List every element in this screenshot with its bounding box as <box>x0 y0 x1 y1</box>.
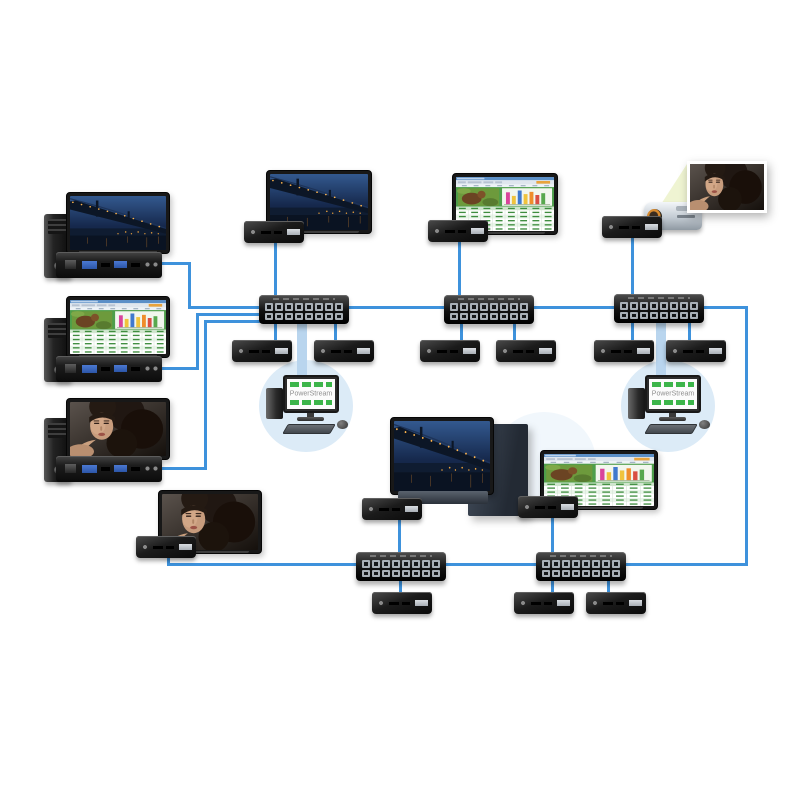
tv-center <box>390 417 494 495</box>
network-switch-bottom-left <box>356 552 446 581</box>
powerstream-screen: PowerStream <box>649 379 697 409</box>
link-line <box>274 242 277 300</box>
control-pc-tower <box>628 388 645 419</box>
night-bridge-photo <box>70 196 166 250</box>
control-pc-monitor: PowerStream <box>645 375 701 413</box>
control-pc-tower <box>266 388 283 419</box>
link-line <box>334 320 337 344</box>
decoder-box <box>244 221 304 243</box>
link-line <box>460 320 463 344</box>
encoder-1 <box>56 252 162 278</box>
link-line <box>631 320 634 344</box>
endpoint-box <box>496 340 556 362</box>
link-line <box>530 306 620 309</box>
switch-ports <box>542 560 620 577</box>
decoder-box <box>428 220 488 242</box>
link-line <box>158 367 199 370</box>
control-pc-monitor: PowerStream <box>283 375 339 413</box>
link-line <box>607 577 610 596</box>
keyboard <box>644 424 698 434</box>
display-bottom-right <box>540 450 658 510</box>
link-line <box>158 262 191 265</box>
switch-ports <box>265 303 343 320</box>
endpoint-box <box>372 592 432 614</box>
decoder-box <box>518 496 578 518</box>
control-pc-left: PowerStream <box>261 361 351 453</box>
status-bars <box>652 400 694 405</box>
endpoint-box <box>314 340 374 362</box>
mouse <box>337 420 348 429</box>
switch-ports <box>620 302 698 319</box>
monitor-base <box>659 417 686 421</box>
link-line <box>513 320 516 344</box>
link-line <box>688 320 691 344</box>
link-line <box>551 577 554 596</box>
network-switch-bottom-right <box>536 552 626 581</box>
source-monitor-1 <box>66 192 170 254</box>
link-line <box>204 320 207 470</box>
projector-beam <box>656 164 687 212</box>
link-line <box>188 306 266 309</box>
endpoint-box <box>594 340 654 362</box>
link-line <box>618 563 748 566</box>
link-line <box>167 554 170 566</box>
source-monitor-3 <box>66 398 170 460</box>
link-line <box>346 306 448 309</box>
decoder-box <box>602 216 662 238</box>
link-line <box>745 306 748 566</box>
link-line <box>442 563 540 566</box>
link-line <box>399 577 402 596</box>
endpoint-box <box>586 592 646 614</box>
link-line <box>167 563 362 566</box>
endpoint-box <box>514 592 574 614</box>
switch-ports <box>450 303 528 320</box>
link-line <box>700 306 748 309</box>
monitor-stand <box>307 413 314 418</box>
link-line <box>204 320 266 323</box>
network-switch-top-left <box>259 295 349 324</box>
source-monitor-2 <box>66 296 170 358</box>
control-link-line <box>656 320 666 380</box>
link-line <box>158 467 207 470</box>
link-line <box>398 516 401 556</box>
link-line <box>274 320 277 344</box>
monitor-stand <box>669 413 676 418</box>
decoder-box <box>362 498 422 520</box>
link-line <box>188 262 191 309</box>
night-bridge-photo <box>394 421 490 491</box>
powerstream-label: PowerStream <box>651 390 695 398</box>
portrait-photo <box>690 164 764 210</box>
link-line <box>551 514 554 556</box>
monitor-base <box>297 417 324 421</box>
endpoint-box <box>666 340 726 362</box>
portrait-photo <box>70 402 166 456</box>
link-line <box>458 241 461 300</box>
network-switch-top-center <box>444 295 534 324</box>
powerstream-screen: PowerStream <box>287 379 335 409</box>
decoder-box <box>136 536 196 558</box>
status-bars <box>290 382 332 387</box>
encoder-3 <box>56 456 162 482</box>
control-pc-right: PowerStream <box>623 361 713 453</box>
status-bars <box>652 382 694 387</box>
powerstream-label: PowerStream <box>289 390 333 398</box>
encoder-2 <box>56 356 162 382</box>
endpoint-box <box>420 340 480 362</box>
link-line <box>196 313 199 370</box>
network-switch-top-right <box>614 294 704 323</box>
link-line <box>631 236 634 299</box>
link-line <box>196 313 266 316</box>
projector-screen <box>687 161 767 213</box>
switch-ports <box>362 560 440 577</box>
control-link-line <box>297 320 307 380</box>
status-bars <box>290 400 332 405</box>
endpoint-box <box>232 340 292 362</box>
keyboard <box>282 424 336 434</box>
spreadsheet-screenshot <box>70 300 166 354</box>
mouse <box>699 420 710 429</box>
